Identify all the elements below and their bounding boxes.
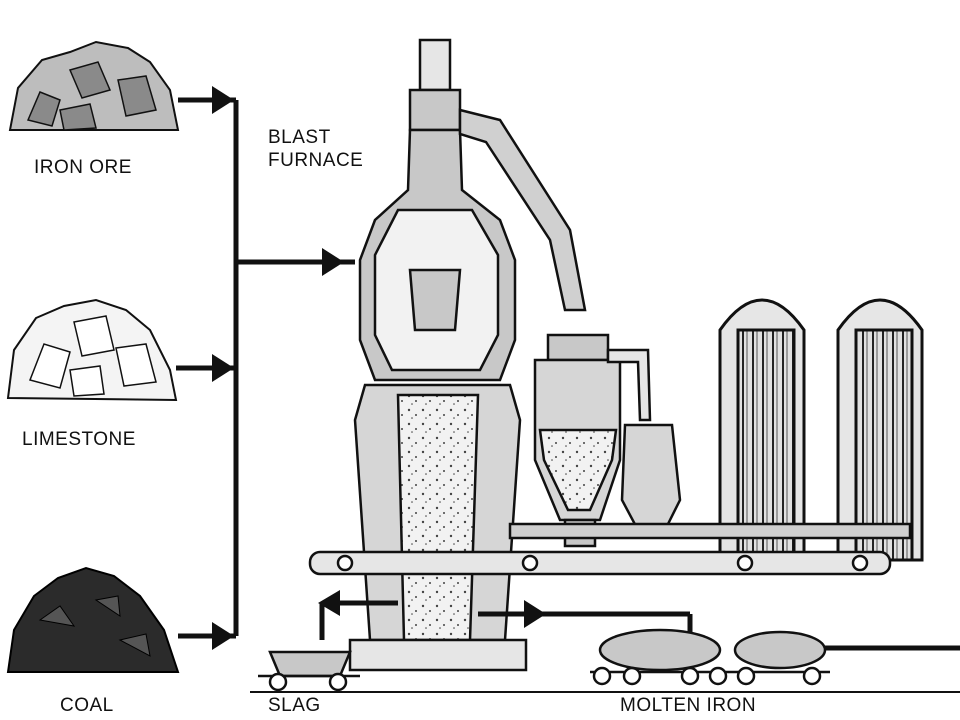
slag-car: [258, 650, 360, 692]
blast-furnace-label-line2: FURNACE: [268, 150, 364, 171]
tap-arrowheads: [318, 590, 546, 628]
feed-arrowheads: [212, 86, 344, 650]
blast-furnace-label-line1: BLAST: [268, 127, 331, 148]
molten-iron-car-1: [590, 628, 730, 686]
iron-ore-pile: [8, 40, 180, 131]
hot-blast-stove-1: [718, 298, 806, 562]
molten-iron-label: MOLTEN IRON: [620, 695, 757, 716]
coal-label: COAL: [60, 695, 114, 716]
limestone-label: LIMESTONE: [22, 429, 136, 450]
hot-blast-main: [308, 522, 912, 576]
blast-furnace-label: BLAST FURNACE: [268, 126, 363, 172]
hot-blast-stove-2: [836, 298, 924, 562]
tap-lines: [319, 600, 960, 651]
iron-ore-label: IRON ORE: [34, 157, 132, 178]
slag-label: SLAG: [268, 695, 321, 716]
dust-catcher: [533, 333, 622, 548]
coal-pile: [6, 566, 180, 673]
limestone-pile: [6, 298, 178, 402]
blast-furnace: [348, 38, 528, 672]
molten-iron-car-2: [730, 630, 830, 686]
gas-uptake-pipe: [458, 108, 587, 312]
